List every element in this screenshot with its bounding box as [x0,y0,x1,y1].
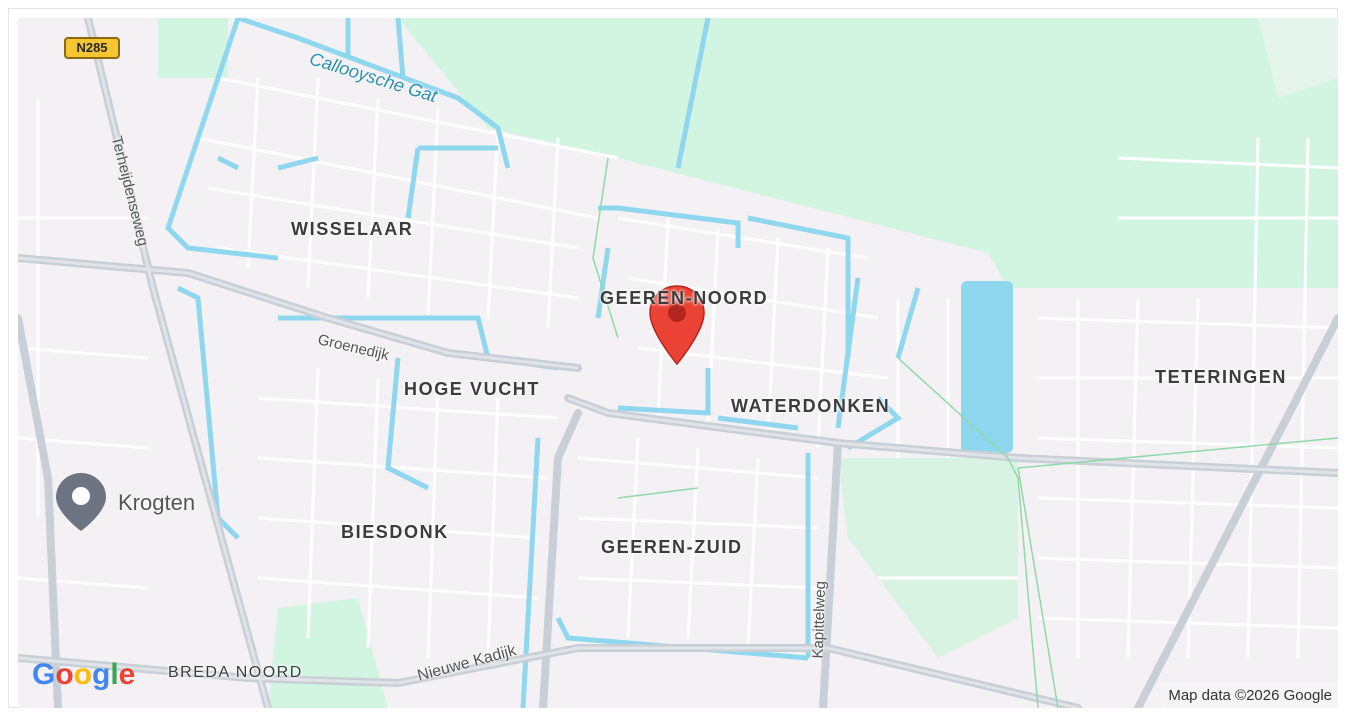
area-label-geeren-zuid: GEEREN-ZUID [601,537,743,557]
area-label-wisselaar: WISSELAAR [291,219,414,239]
map-attribution[interactable]: Map data ©2026 Google [1162,683,1338,708]
area-label-teteringen: TETERINGEN [1155,367,1288,387]
google-logo-letter: o [55,658,74,691]
park-area [1258,18,1338,98]
google-logo-letter: l [110,658,119,691]
park-area [398,18,1338,288]
google-logo-letter: G [32,658,56,691]
route-shield: N285 [64,37,120,59]
major-roads-center [18,18,1338,708]
area-label-hoge-vucht: HOGE VUCHT [404,379,541,399]
area-label-waterdonken: WATERDONKEN [731,396,891,416]
map-graphics [18,18,1338,708]
area-label-breda-noord: BREDA NOORD [168,664,303,681]
place-pin-icon[interactable] [56,473,106,531]
google-logo-letter: g [92,658,111,691]
google-logo-letter: e [118,658,136,691]
area-label-geeren-noord: GEEREN-NOORD [600,288,769,308]
water-canals [165,18,921,708]
water-pond [961,281,1013,453]
map-canvas[interactable]: N285 Callooysche Gat Terheijdenseweg Gro… [18,18,1338,708]
poi-label-krogten[interactable]: Krogten [118,490,196,515]
park-area [158,18,228,78]
park-area [838,458,1018,658]
street-grid [18,76,1338,659]
red-location-marker-icon[interactable] [649,285,705,366]
google-logo-letter: o [73,658,92,691]
green-paths [592,157,1338,708]
area-label-biesdonk: BIESDONK [341,522,449,542]
google-logo[interactable]: Google [32,658,135,692]
road-label-kapittelweg: Kapittelweg [809,580,830,659]
